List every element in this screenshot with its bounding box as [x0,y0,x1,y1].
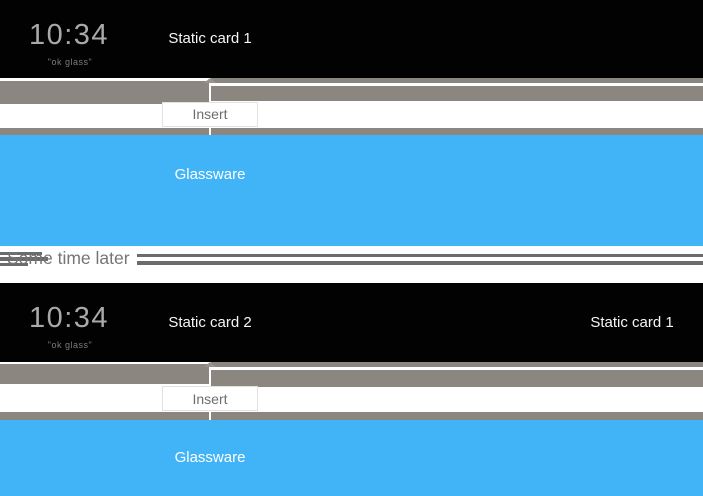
timeline-edge-right-front [211,85,703,101]
divider-line-bottom [137,261,703,266]
ok-glass-prompt: "ok glass" [47,57,93,67]
insert-arrowhead-icon [204,78,216,83]
insert-row-background-2 [0,386,703,412]
timeline-edge-right-back [211,78,703,83]
timeline-bottom-bar [0,127,703,135]
divider-left-mark-1 [0,251,42,255]
static-card-2-label: Static card 2 [168,313,252,331]
insert-label: Insert [192,106,228,122]
timeline-row-top [0,0,703,78]
glassware-card [0,134,703,246]
divider-line-top [137,253,703,258]
timeline-edge-right-back-2 [211,362,703,367]
home-card-clock: 10:34 [28,19,110,51]
insert-row-background [0,104,703,128]
some-time-later-label: Some time later [7,248,130,268]
timeline-edge-left-2 [0,364,209,384]
glassware-label: Glassware [174,166,246,183]
insert-label-2: Insert [192,390,228,407]
static-card-1-label-moved: Static card 1 [590,313,674,331]
timeline-row-bottom [0,283,703,362]
insert-arrowhead-icon-2 [204,362,216,367]
glassware-label-2: Glassware [174,449,246,466]
static-card-1-label: Static card 1 [168,30,252,47]
home-card-clock-2: 10:34 [28,302,110,334]
timeline-edge-left [0,81,209,104]
divider-left-mark-2 [0,257,48,261]
timeline-edge-right-front-2 [211,370,703,387]
insert-label-box-2: Insert [162,386,258,411]
glassware-card-2 [0,419,703,496]
insert-label-box: Insert [162,101,258,127]
timeline-bottom-bar-2 [0,412,703,420]
divider-left-mark-3 [0,262,28,266]
ok-glass-prompt-2: "ok glass" [47,340,93,350]
